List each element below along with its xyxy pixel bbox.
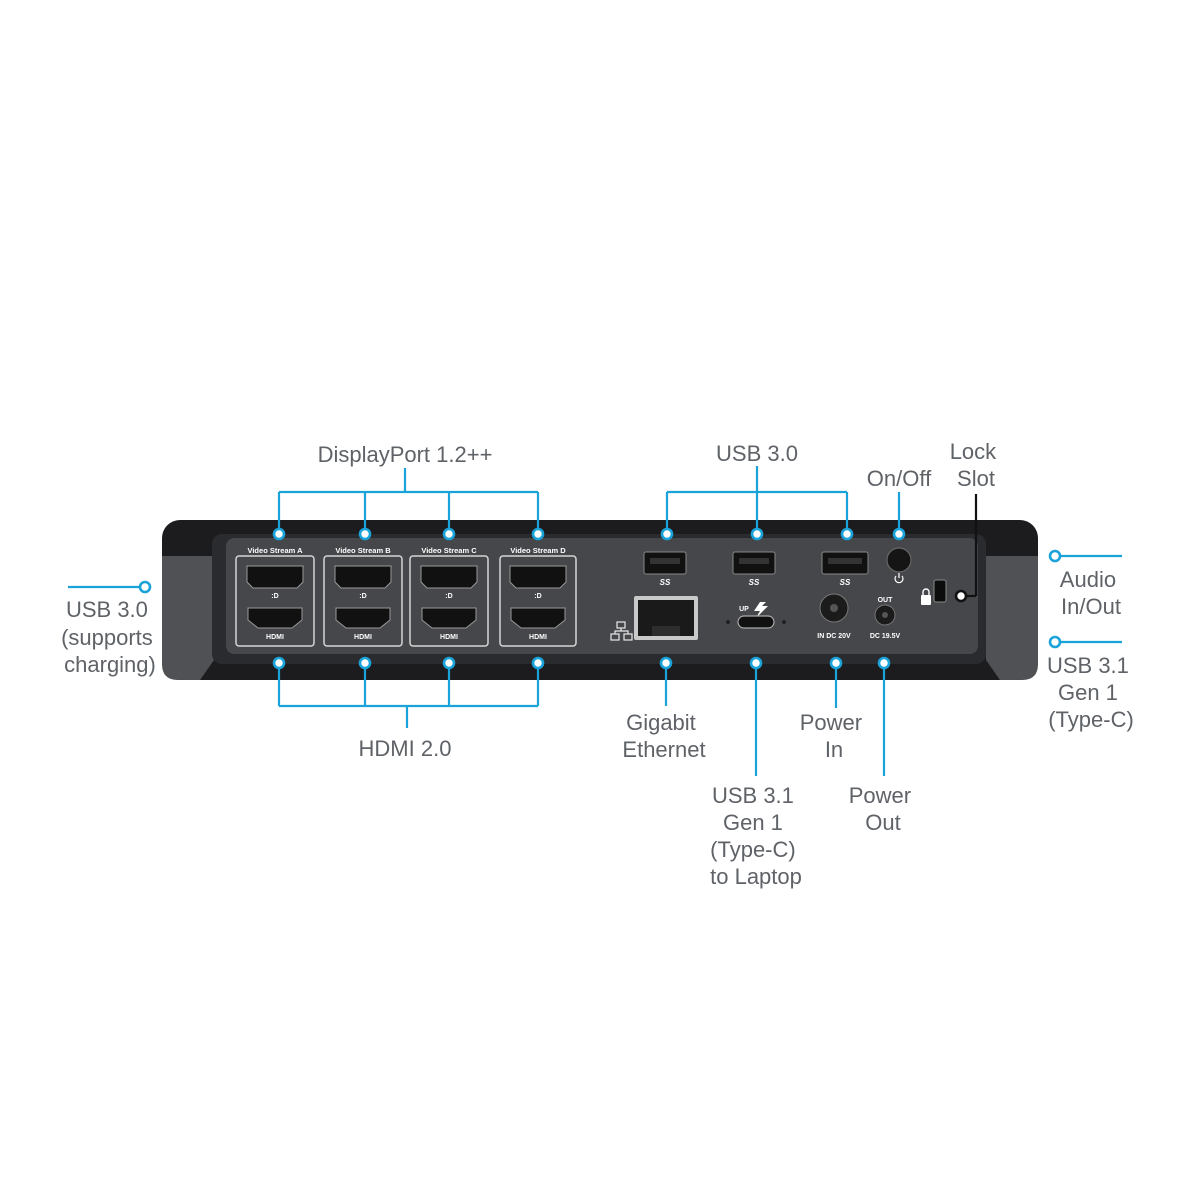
docking-station xyxy=(162,520,1038,680)
lock-slot-callout xyxy=(954,494,978,603)
video-stream-label: Video Stream C xyxy=(421,546,477,555)
svg-text::D: :D xyxy=(359,593,366,600)
usb30-left-label: USB 3.0 (supports charging) xyxy=(61,597,159,677)
usb30-top-label: USB 3.0 xyxy=(716,441,798,466)
network-icon xyxy=(610,621,633,641)
video-port-group-b: :D HDMI Video Stream B xyxy=(323,546,403,647)
usb31-right-label: USB 3.1 Gen 1 (Type-C) xyxy=(1047,653,1135,732)
svg-text:DC 19.5V: DC 19.5V xyxy=(870,633,901,640)
video-port-group-d: :D HDMI Video Stream D xyxy=(499,546,577,647)
audio-label: Audio In/Out xyxy=(1060,567,1122,619)
power-out-port: OUT DC 19.5V xyxy=(870,597,901,640)
thunderbolt-icon xyxy=(754,602,768,618)
hdmi-port-label: HDMI xyxy=(266,634,284,641)
on-off-label: On/Off xyxy=(867,466,932,491)
svg-text:SS: SS xyxy=(749,578,760,587)
svg-text::D: :D xyxy=(271,593,278,600)
svg-text:IN DC 20V: IN DC 20V xyxy=(817,633,851,640)
hdmi-port-label: HDMI xyxy=(354,634,372,641)
power-button[interactable] xyxy=(886,547,912,584)
usb30-top-bracket xyxy=(660,466,854,541)
svg-text::D: :D xyxy=(534,593,541,600)
video-stream-label: Video Stream A xyxy=(247,546,303,555)
power-out-label: Power Out xyxy=(849,783,917,835)
video-stream-label: Video Stream D xyxy=(510,546,566,555)
lock-slot xyxy=(921,579,947,605)
hdmi-bracket xyxy=(272,656,545,728)
power-icon xyxy=(894,573,904,584)
lock-icon xyxy=(921,588,931,605)
svg-text:OUT: OUT xyxy=(878,597,894,604)
usb31-right-callout xyxy=(1048,635,1122,649)
usb31-laptop-label: USB 3.1 Gen 1 (Type-C) to Laptop xyxy=(710,783,802,889)
lock-slot-label: Lock Slot xyxy=(950,439,1003,491)
power-in-label: Power In xyxy=(800,710,868,762)
video-port-group-c: :D HDMI Video Stream C xyxy=(409,546,489,647)
svg-text:UP: UP xyxy=(739,606,749,613)
power-in-callout xyxy=(829,656,843,708)
hdmi-label: HDMI 2.0 xyxy=(359,736,452,761)
svg-text:SS: SS xyxy=(840,578,851,587)
power-out-callout xyxy=(877,656,891,776)
usb31-laptop-callout xyxy=(749,656,763,776)
svg-text::D: :D xyxy=(445,593,452,600)
on-off-callout xyxy=(892,492,906,541)
video-stream-label: Video Stream B xyxy=(335,546,391,555)
ethernet-port xyxy=(610,596,698,641)
usb-a-port-1: SS xyxy=(643,551,687,587)
hdmi-port-label: HDMI xyxy=(440,634,458,641)
gigabit-callout xyxy=(659,656,673,706)
usb-a-port-3: SS xyxy=(821,551,869,587)
power-in-port: IN DC 20V xyxy=(817,593,851,640)
displayport-bracket xyxy=(272,468,545,541)
displayport-label: DisplayPort 1.2++ xyxy=(318,442,493,467)
gigabit-label: Gigabit Ethernet xyxy=(622,710,705,762)
video-port-group-a: :D HDMI Video Stream A xyxy=(235,546,315,647)
hdmi-port-label: HDMI xyxy=(529,634,547,641)
usb30-left-callout xyxy=(68,580,152,594)
usb-a-port-2: SS xyxy=(732,551,776,587)
audio-callout xyxy=(1048,549,1122,563)
usb-c-port: UP xyxy=(726,602,786,629)
svg-text:SS: SS xyxy=(660,578,671,587)
